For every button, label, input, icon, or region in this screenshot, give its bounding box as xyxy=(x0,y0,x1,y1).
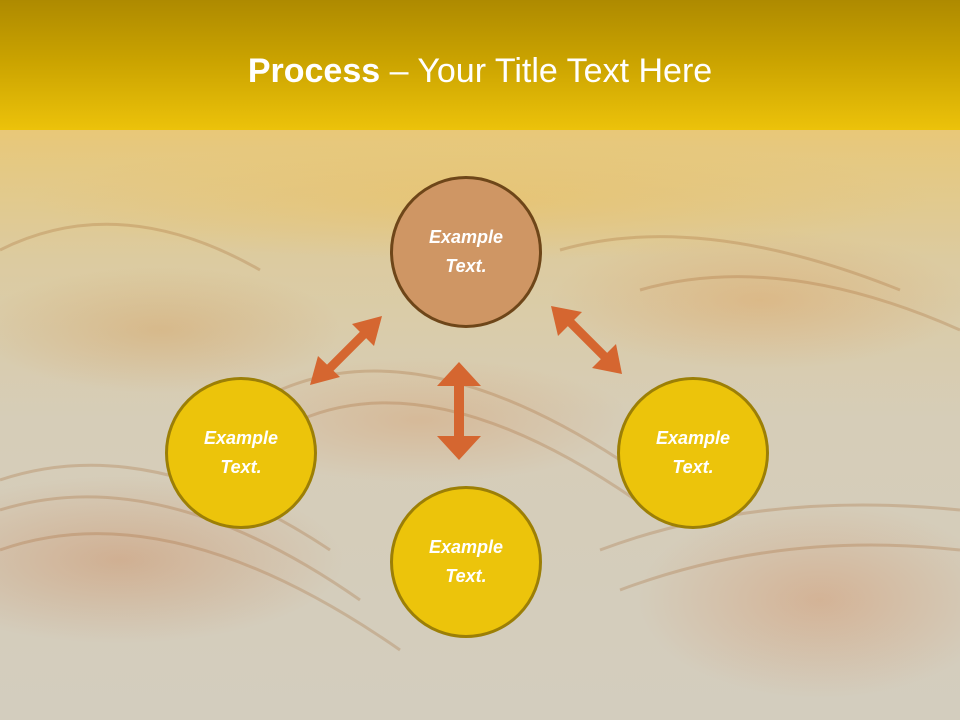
node-text-line1: Example xyxy=(203,428,279,448)
process-node-right[interactable]: Example Text. xyxy=(617,377,769,529)
node-text-line2: Text. xyxy=(220,457,262,477)
process-node-top[interactable]: Example Text. xyxy=(390,176,542,328)
title-band xyxy=(0,0,960,130)
node-text-line1: Example xyxy=(428,537,504,557)
process-node-bottom[interactable]: Example Text. xyxy=(390,486,542,638)
node-text-line2: Text. xyxy=(445,566,487,586)
title-bold: Process xyxy=(247,52,381,90)
arrow-top-left-icon xyxy=(310,316,382,385)
slide-title: Process – Your Title Text Here xyxy=(0,52,960,91)
node-text-line1: Example xyxy=(428,227,504,247)
node-text-line1: Example xyxy=(655,428,731,448)
node-text-line2: Text. xyxy=(672,457,714,477)
process-node-left[interactable]: Example Text. xyxy=(165,377,317,529)
node-text-line2: Text. xyxy=(445,256,487,276)
arrow-top-bottom-icon xyxy=(437,362,481,460)
arrow-top-right-icon xyxy=(551,306,622,374)
title-rest: – Your Title Text Here xyxy=(380,52,713,90)
